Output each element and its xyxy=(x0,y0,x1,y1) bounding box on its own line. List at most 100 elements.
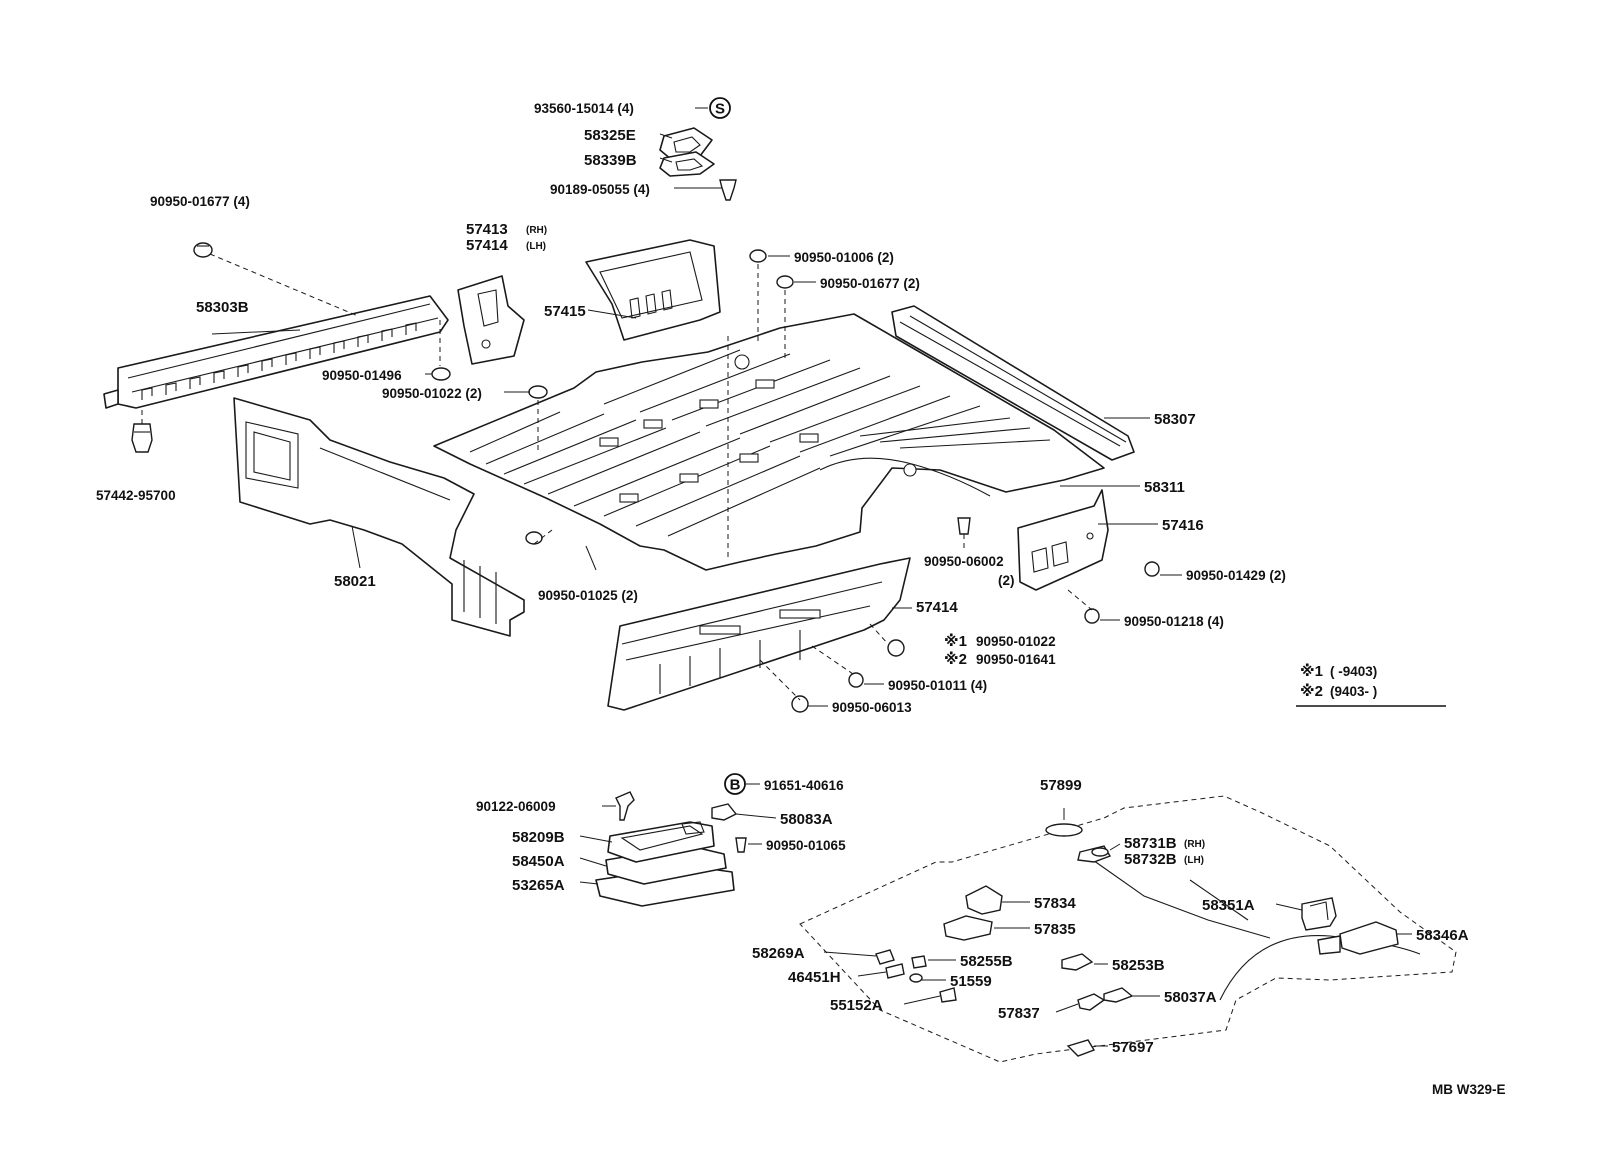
label-58732b: 58732B xyxy=(1124,851,1177,868)
label-93560-15014: 93560-15014 (4) xyxy=(534,101,634,116)
label-58731b: 58731B xyxy=(1124,835,1177,852)
label-90950-01496: 90950-01496 xyxy=(322,368,402,383)
label-57899: 57899 xyxy=(1040,777,1082,794)
bracket-58083a-icon xyxy=(711,803,738,821)
bracket-58351a-icon xyxy=(1301,897,1337,931)
label-90950-01011: 90950-01011 (4) xyxy=(888,678,987,693)
label-58450a: 58450A xyxy=(512,853,565,870)
pad-57837-icon xyxy=(1077,993,1106,1011)
clip-58269a-icon xyxy=(875,949,895,965)
label-90950-01022-2: 90950-01022 (2) xyxy=(382,386,482,401)
label-58037a: 58037A xyxy=(1164,989,1217,1006)
part-57415 xyxy=(585,239,721,341)
symbol-s-text: S xyxy=(715,101,725,118)
legend-notes: ※1 ( -9403) ※2 (9403- ) xyxy=(1296,662,1446,707)
clip-51559-icon xyxy=(909,973,923,983)
nut-90950-01006-icon xyxy=(749,249,767,263)
label-58325e: 58325E xyxy=(584,127,636,144)
label-57834: 57834 xyxy=(1034,895,1076,912)
label-58339b: 58339B xyxy=(584,152,637,169)
label-90122-06009: 90122-06009 xyxy=(476,799,556,814)
label-90950-06002: 90950-06002 xyxy=(924,554,1004,569)
legend1-range: ( -9403) xyxy=(1330,664,1377,679)
bracket-58346a-icon xyxy=(1317,921,1399,955)
label-90950-01006: 90950-01006 (2) xyxy=(794,250,894,265)
label-57415: 57415 xyxy=(544,303,586,320)
clip-58255b-icon xyxy=(911,955,927,969)
pad-57899-icon xyxy=(1045,823,1083,837)
label-57414-lower: 57414 xyxy=(916,599,958,616)
wing-bolt-90122-icon xyxy=(615,791,635,821)
part-58021 xyxy=(233,397,525,637)
pad-57834-icon xyxy=(965,885,1003,915)
label-58346a: 58346A xyxy=(1416,927,1469,944)
label-57414-lh: (LH) xyxy=(526,241,546,252)
label-57837: 57837 xyxy=(998,1005,1040,1022)
clip-46451h-icon xyxy=(885,963,905,979)
label-58731b-rh: (RH) xyxy=(1184,839,1205,850)
pad-57835-icon xyxy=(943,915,993,941)
label-57835: 57835 xyxy=(1034,921,1076,938)
label-57697: 57697 xyxy=(1112,1039,1154,1056)
symbol-s-icon: S xyxy=(709,97,731,119)
label-53265a: 53265A xyxy=(512,877,565,894)
label-90950-06013: 90950-06013 xyxy=(832,700,912,715)
label-58303b: 58303B xyxy=(196,299,249,316)
pad-58253b-icon xyxy=(1061,953,1094,971)
leader-lines-lower-right xyxy=(823,808,1412,1047)
bolt-90950-01218-icon xyxy=(1084,608,1100,624)
label-58021: 58021 xyxy=(334,573,376,590)
label-58209b: 58209B xyxy=(512,829,565,846)
label-90950-01065: 90950-01065 xyxy=(766,838,846,853)
label-57416: 57416 xyxy=(1162,517,1204,534)
label-58269a: 58269A xyxy=(752,945,805,962)
bolt-90950-06013-icon xyxy=(791,695,809,713)
bolt-90950-01429-icon xyxy=(1144,561,1160,577)
leader-lines-lower-left xyxy=(579,783,777,885)
leader-lines xyxy=(211,107,1182,707)
label-90950-01429: 90950-01429 (2) xyxy=(1186,568,1286,583)
label-58255b: 58255B xyxy=(960,953,1013,970)
part-58311-floor-pan xyxy=(433,313,1105,571)
clip-55152a-icon xyxy=(939,987,957,1003)
nut-90950-01065-icon xyxy=(735,837,747,853)
label-90950-01677-4: 90950-01677 (4) xyxy=(150,194,250,209)
label-58351a: 58351A xyxy=(1202,897,1255,914)
label-57414-top: 57414 xyxy=(466,237,508,254)
pad-58037a-icon xyxy=(1103,987,1134,1003)
label-58253b: 58253B xyxy=(1112,957,1165,974)
part-57416 xyxy=(1017,489,1109,591)
label-57442-95700: 57442-95700 xyxy=(96,488,176,503)
part-58339b xyxy=(659,151,715,177)
nut-90950-01022-2-icon xyxy=(528,385,548,399)
note1-mark: ※1 xyxy=(944,632,967,650)
label-58083a: 58083A xyxy=(780,811,833,828)
label-46451h: 46451H xyxy=(788,969,841,986)
legend2-range: (9403- ) xyxy=(1330,684,1377,699)
nut-90950-06002-icon xyxy=(957,517,971,535)
legend2-mark: ※2 xyxy=(1300,682,1323,700)
label-58311: 58311 xyxy=(1144,479,1185,496)
symbol-b-icon: B xyxy=(724,773,746,795)
label-90950-01677-2: 90950-01677 (2) xyxy=(820,276,920,291)
label-90189-05055: 90189-05055 (4) xyxy=(550,182,650,197)
part-floor-silencer xyxy=(799,795,1457,1063)
nut-90950-01025-icon xyxy=(525,531,543,545)
part-57414-lower xyxy=(607,557,911,711)
diagram-reference-code: MB W329-E xyxy=(1432,1082,1506,1097)
part-58209b-58450a-53265a xyxy=(595,821,735,907)
nut-90950-01496-icon xyxy=(431,367,451,381)
nut-90950-01677-2-icon xyxy=(776,275,794,289)
symbol-b-text: B xyxy=(730,777,741,794)
note2-part: 90950-01641 xyxy=(976,652,1056,667)
label-57413: 57413 xyxy=(466,221,508,238)
dashed-guide-lines xyxy=(141,253,1093,701)
label-57413-rh: (RH) xyxy=(526,225,547,236)
label-58307: 58307 xyxy=(1154,411,1196,428)
bolt-90950-01022-01641-icon xyxy=(887,639,905,657)
part-57413-57414 xyxy=(457,275,525,365)
part-58307 xyxy=(891,305,1135,461)
label-90950-01025: 90950-01025 (2) xyxy=(538,588,638,603)
label-90950-06002-qty: (2) xyxy=(998,573,1015,588)
